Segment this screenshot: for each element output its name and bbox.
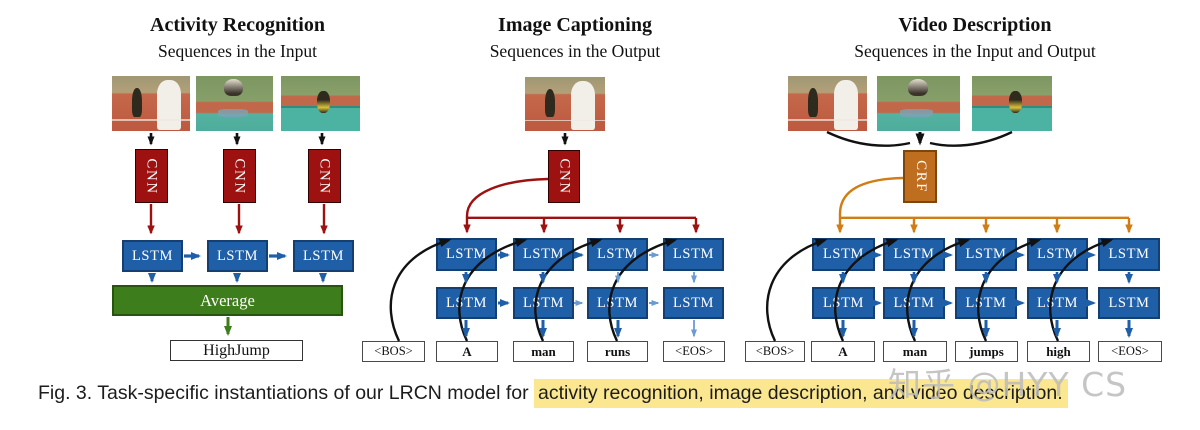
panel1-subtitle: Sequences in the Input (158, 41, 317, 61)
average-box: Average (112, 285, 343, 316)
panel3-subtitle: Sequences in the Input and Output (854, 41, 1096, 61)
word-box: <EOS> (1098, 341, 1162, 362)
cnn-label: CNN (556, 158, 573, 195)
cnn-box-2: CNN (223, 149, 256, 203)
athlete-shape (1008, 91, 1022, 114)
crf-label: CRF (912, 160, 929, 193)
word-box: A (436, 341, 498, 362)
background-gear (217, 109, 249, 117)
word-box: <EOS> (663, 341, 725, 362)
lstm-box: LSTM (587, 287, 648, 319)
panel1-title: Activity Recognition (150, 14, 325, 36)
lstm-box: LSTM (122, 240, 183, 272)
lstm-box: LSTM (812, 287, 875, 319)
panel2-subtitle: Sequences in the Output (489, 41, 661, 61)
panel1-cnn-to-lstm-arrows (147, 204, 328, 235)
word-box: man (513, 341, 574, 362)
lstm-box: LSTM (436, 287, 497, 319)
runner-shape (131, 88, 142, 117)
lstm-box: LSTM (513, 238, 574, 271)
lstm-box: LSTM (663, 238, 724, 271)
panel2-output-word-arrows (462, 320, 697, 338)
lstm-box: LSTM (1098, 287, 1160, 319)
background-gear (900, 109, 934, 117)
lstm-box: LSTM (587, 238, 648, 271)
cnn-label: CNN (317, 157, 334, 195)
lstm-box: LSTM (812, 238, 875, 271)
video-frame-6 (877, 76, 960, 131)
track-lane-line (788, 119, 867, 122)
panel3-output-word-arrows (839, 320, 1133, 338)
panel3-crf-distribution (836, 176, 1133, 234)
jumper-shape (907, 79, 928, 96)
caption-highlight: activity recognition, image description,… (534, 379, 1068, 408)
lstm-box: LSTM (1027, 238, 1088, 271)
cnn-box-4: CNN (548, 150, 580, 203)
word-box: high (1027, 341, 1090, 362)
athlete-shape (317, 91, 330, 114)
panel3-interrow-arrows (839, 272, 1133, 284)
panel2-interrow-arrows (462, 272, 697, 284)
video-frame-2 (196, 76, 273, 131)
lstm-box: LSTM (293, 240, 354, 272)
panel2-title: Image Captioning (498, 14, 652, 36)
panel1-lstm-to-average-arrows (148, 273, 327, 283)
figure-caption: Fig. 3. Task-specific instantiations of … (38, 379, 1068, 408)
video-frame-7 (972, 76, 1052, 131)
lstm-box: LSTM (1098, 238, 1160, 271)
lstm-box: LSTM (513, 287, 574, 319)
cnn-label: CNN (144, 157, 161, 195)
video-frame-3 (281, 76, 360, 131)
track-lane-line (525, 119, 605, 122)
jumper-shape (224, 79, 243, 96)
caption-prefix: Fig. 3. Task-specific instantiations of … (38, 382, 535, 404)
lstm-box: LSTM (1027, 287, 1088, 319)
video-frame-5 (788, 76, 867, 131)
track-lane-line (112, 119, 190, 122)
panel2-cnn-distribution (463, 177, 700, 234)
word-box: runs (587, 341, 648, 362)
word-box: A (811, 341, 875, 362)
cnn-box-1: CNN (135, 149, 168, 203)
panel3-title: Video Description (898, 14, 1052, 36)
panel3-frames-to-crf-arrows (826, 130, 1013, 147)
official-shape (833, 80, 858, 130)
word-box: <BOS> (745, 341, 805, 362)
lstm-box: LSTM (955, 287, 1017, 319)
lstm-box: LSTM (207, 240, 268, 272)
panel1-frame-to-cnn-arrows (147, 133, 326, 146)
official-shape (157, 80, 181, 130)
crf-box: CRF (903, 150, 937, 203)
runner-shape (807, 88, 819, 117)
lstm-box: LSTM (663, 287, 724, 319)
lstm-box: LSTM (955, 238, 1017, 271)
official-shape (571, 81, 596, 130)
word-box: <BOS> (362, 341, 425, 362)
runner-shape (545, 88, 556, 117)
cnn-label: CNN (232, 157, 249, 195)
video-frame-1 (112, 76, 190, 131)
watermark-text: 知乎 @HYY CS (888, 365, 1128, 404)
output-label-box: HighJump (170, 340, 303, 361)
lstm-box: LSTM (883, 287, 945, 319)
lstm-box: LSTM (883, 238, 945, 271)
cnn-box-3: CNN (308, 149, 341, 203)
video-frame-4 (525, 77, 605, 131)
lstm-box: LSTM (436, 238, 497, 271)
